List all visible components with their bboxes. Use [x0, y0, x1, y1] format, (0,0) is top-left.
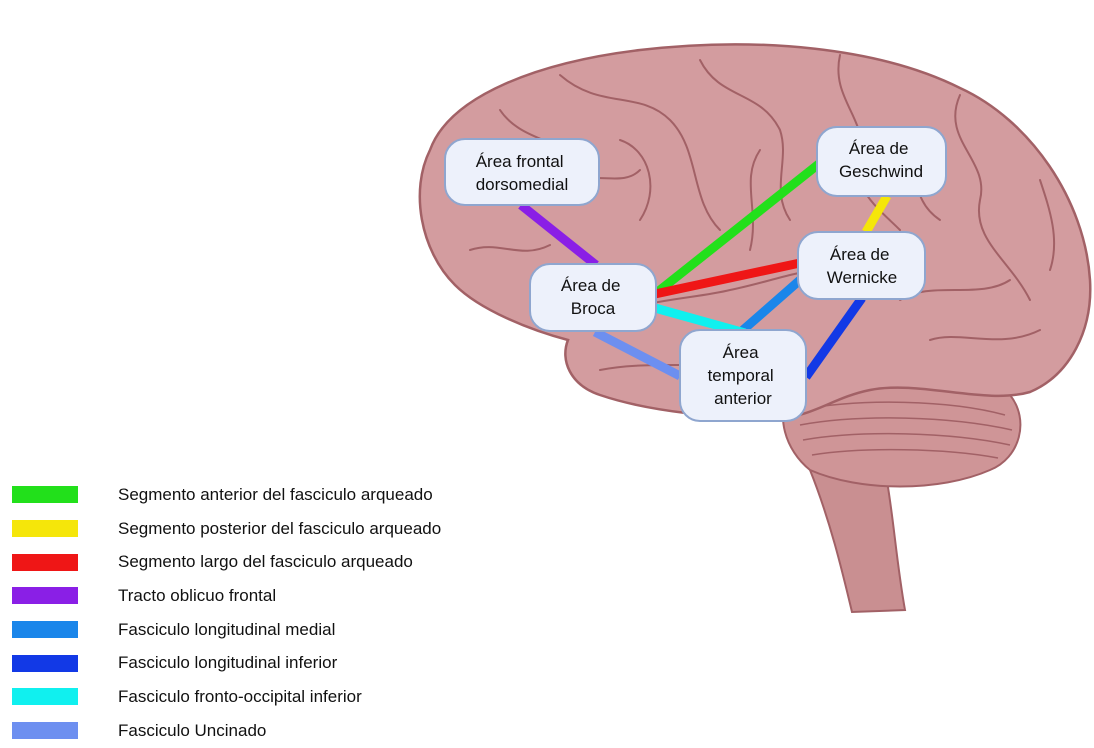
region-node-box	[798, 232, 925, 299]
legend-item: Segmento largo del fasciculo arqueado	[12, 545, 441, 579]
legend-item: Fasciculo fronto-occipital inferior	[12, 680, 441, 714]
tract-legend: Segmento anterior del fasciculo arqueado…	[12, 478, 441, 748]
brain-illustration	[420, 44, 1090, 612]
legend-item: Tracto oblicuo frontal	[12, 579, 441, 613]
region-node-box	[530, 264, 656, 331]
region-node-wernicke: Área de Wernicke	[798, 232, 925, 299]
legend-swatch	[12, 554, 78, 571]
region-node-frontal-dorsomedial: Área frontal dorsomedial	[445, 139, 599, 205]
legend-swatch	[12, 486, 78, 503]
region-node-broca: Área de Broca	[530, 264, 656, 331]
brainstem	[810, 470, 905, 612]
legend-swatch	[12, 655, 78, 672]
legend-item: Fasciculo longitudinal medial	[12, 613, 441, 647]
legend-label: Fasciculo fronto-occipital inferior	[118, 687, 362, 707]
legend-label: Segmento posterior del fasciculo arquead…	[118, 519, 441, 539]
legend-label: Segmento anterior del fasciculo arqueado	[118, 485, 433, 505]
legend-swatch	[12, 621, 78, 638]
legend-label: Segmento largo del fasciculo arqueado	[118, 552, 413, 572]
legend-label: Fasciculo longitudinal medial	[118, 620, 335, 640]
region-node-temporal-anterior: Área temporal anterior	[680, 330, 806, 421]
legend-swatch	[12, 722, 78, 739]
legend-swatch	[12, 587, 78, 604]
legend-swatch	[12, 520, 78, 537]
legend-item: Segmento posterior del fasciculo arquead…	[12, 512, 441, 546]
legend-label: Tracto oblicuo frontal	[118, 586, 276, 606]
legend-item: Fasciculo Uncinado	[12, 714, 441, 748]
legend-item: Segmento anterior del fasciculo arqueado	[12, 478, 441, 512]
legend-item: Fasciculo longitudinal inferior	[12, 646, 441, 680]
region-node-box	[445, 139, 599, 205]
legend-swatch	[12, 688, 78, 705]
region-node-geschwind: Área de Geschwind	[817, 127, 946, 196]
legend-label: Fasciculo longitudinal inferior	[118, 653, 337, 673]
